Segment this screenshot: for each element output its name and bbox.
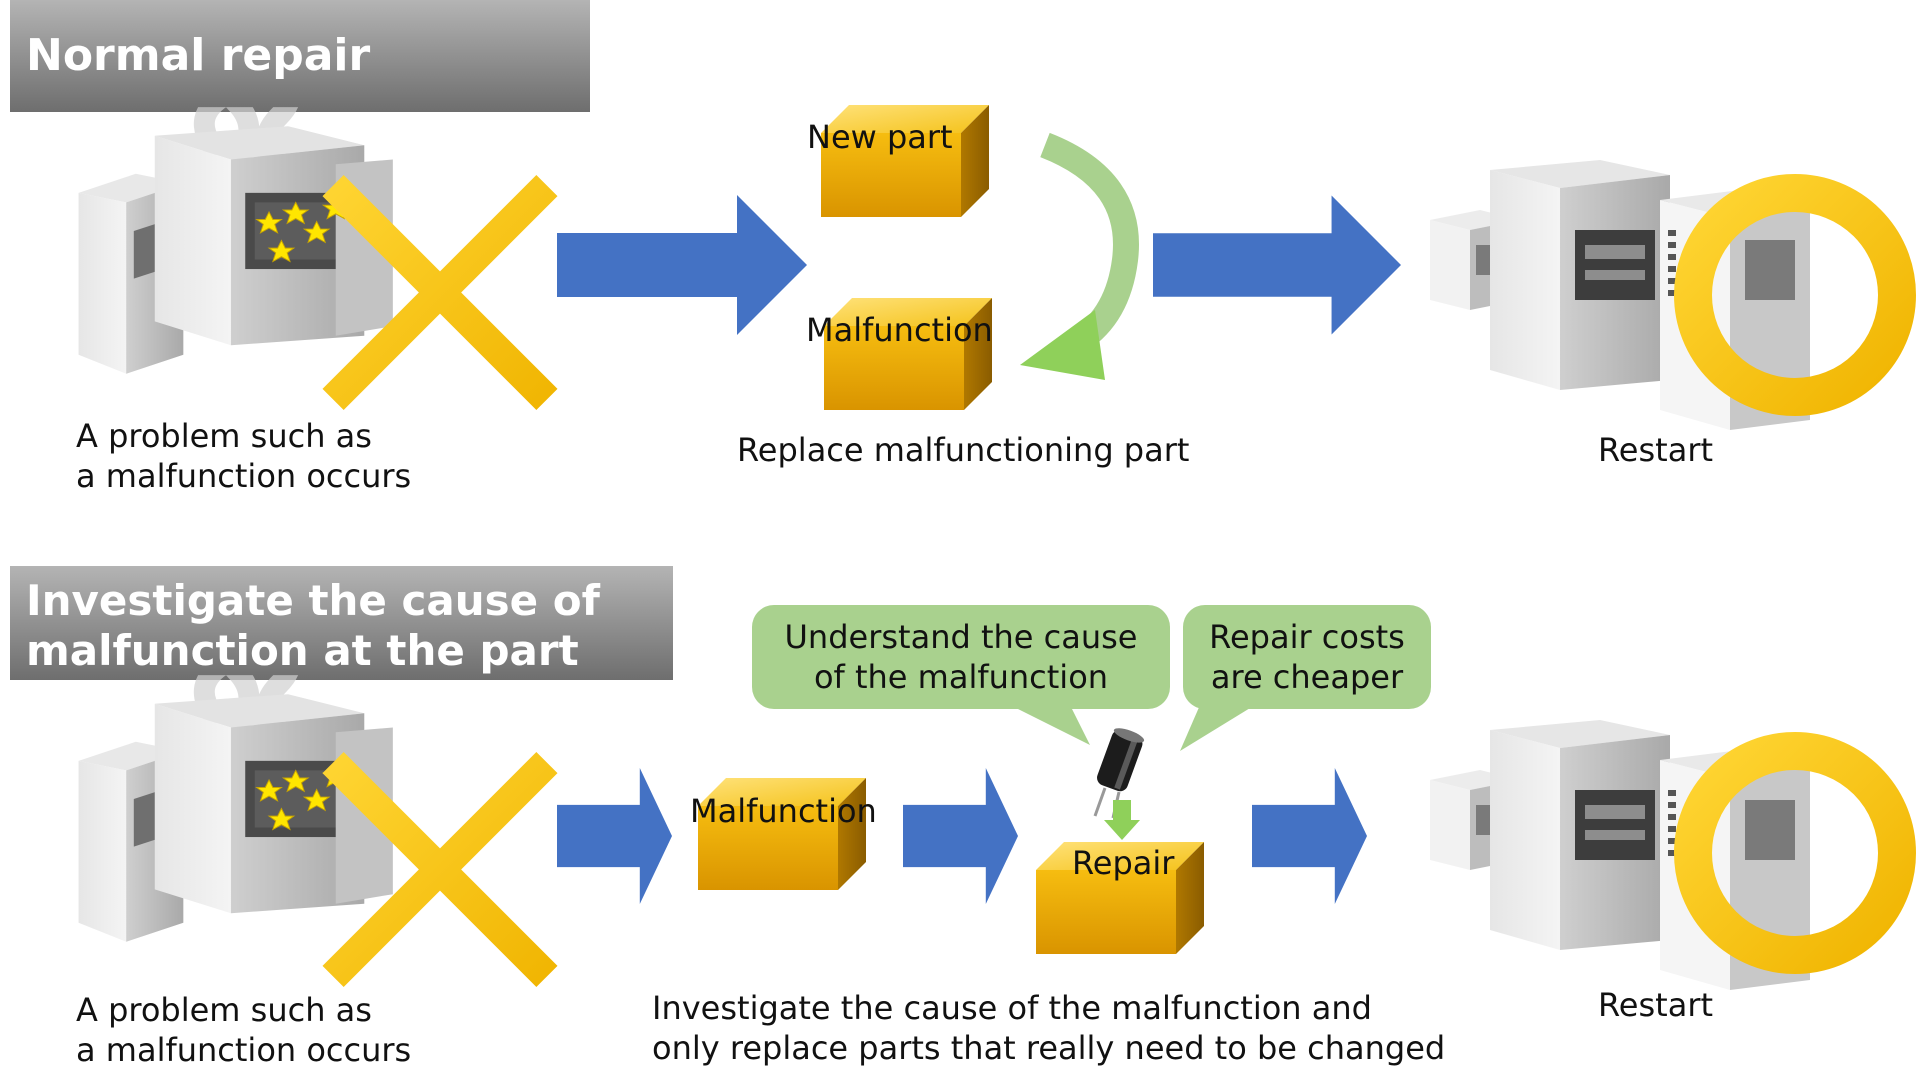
replace-caption: Replace malfunctioning part [737,431,1190,469]
bubble-cause: Understand the cause of the malfunction [752,605,1170,709]
right-arrow-icon [1252,768,1367,904]
right-arrow-icon [1153,195,1401,335]
cycle-arrow-icon [1020,132,1139,380]
bubble-cost: Repair costs are cheaper [1183,605,1431,709]
malfunction-label: Malfunction [806,311,993,349]
investigate-caption: Investigate the cause of the malfunction… [652,989,1446,1067]
restart-caption: Restart [1598,431,1714,469]
down-arrow-icon [1104,800,1140,840]
restart-caption-2: Restart [1598,986,1714,1024]
section1-title: Normal repair procedure [10,0,590,193]
cross-mark-icon [320,752,560,987]
cross-mark-icon [320,175,560,410]
bubble-cost-tail [1180,705,1255,751]
right-arrow-icon [903,768,1018,904]
section2-title: Investigate the cause of malfunction at … [10,566,673,725]
repair-label: Repair [1072,844,1175,882]
new-part-label: New part [807,118,953,156]
bubble-cause-tail [1010,705,1090,745]
problem-caption: A problem such as a malfunction occurs [76,417,412,495]
right-arrow-icon [557,768,672,904]
circle-mark-icon [1674,174,1916,416]
right-arrow-icon [557,195,807,335]
malfunction-label-2: Malfunction [690,792,877,830]
capacitor-icon [1093,728,1145,819]
circle-mark-icon [1674,732,1916,974]
problem-caption-2: A problem such as a malfunction occurs [76,991,412,1069]
